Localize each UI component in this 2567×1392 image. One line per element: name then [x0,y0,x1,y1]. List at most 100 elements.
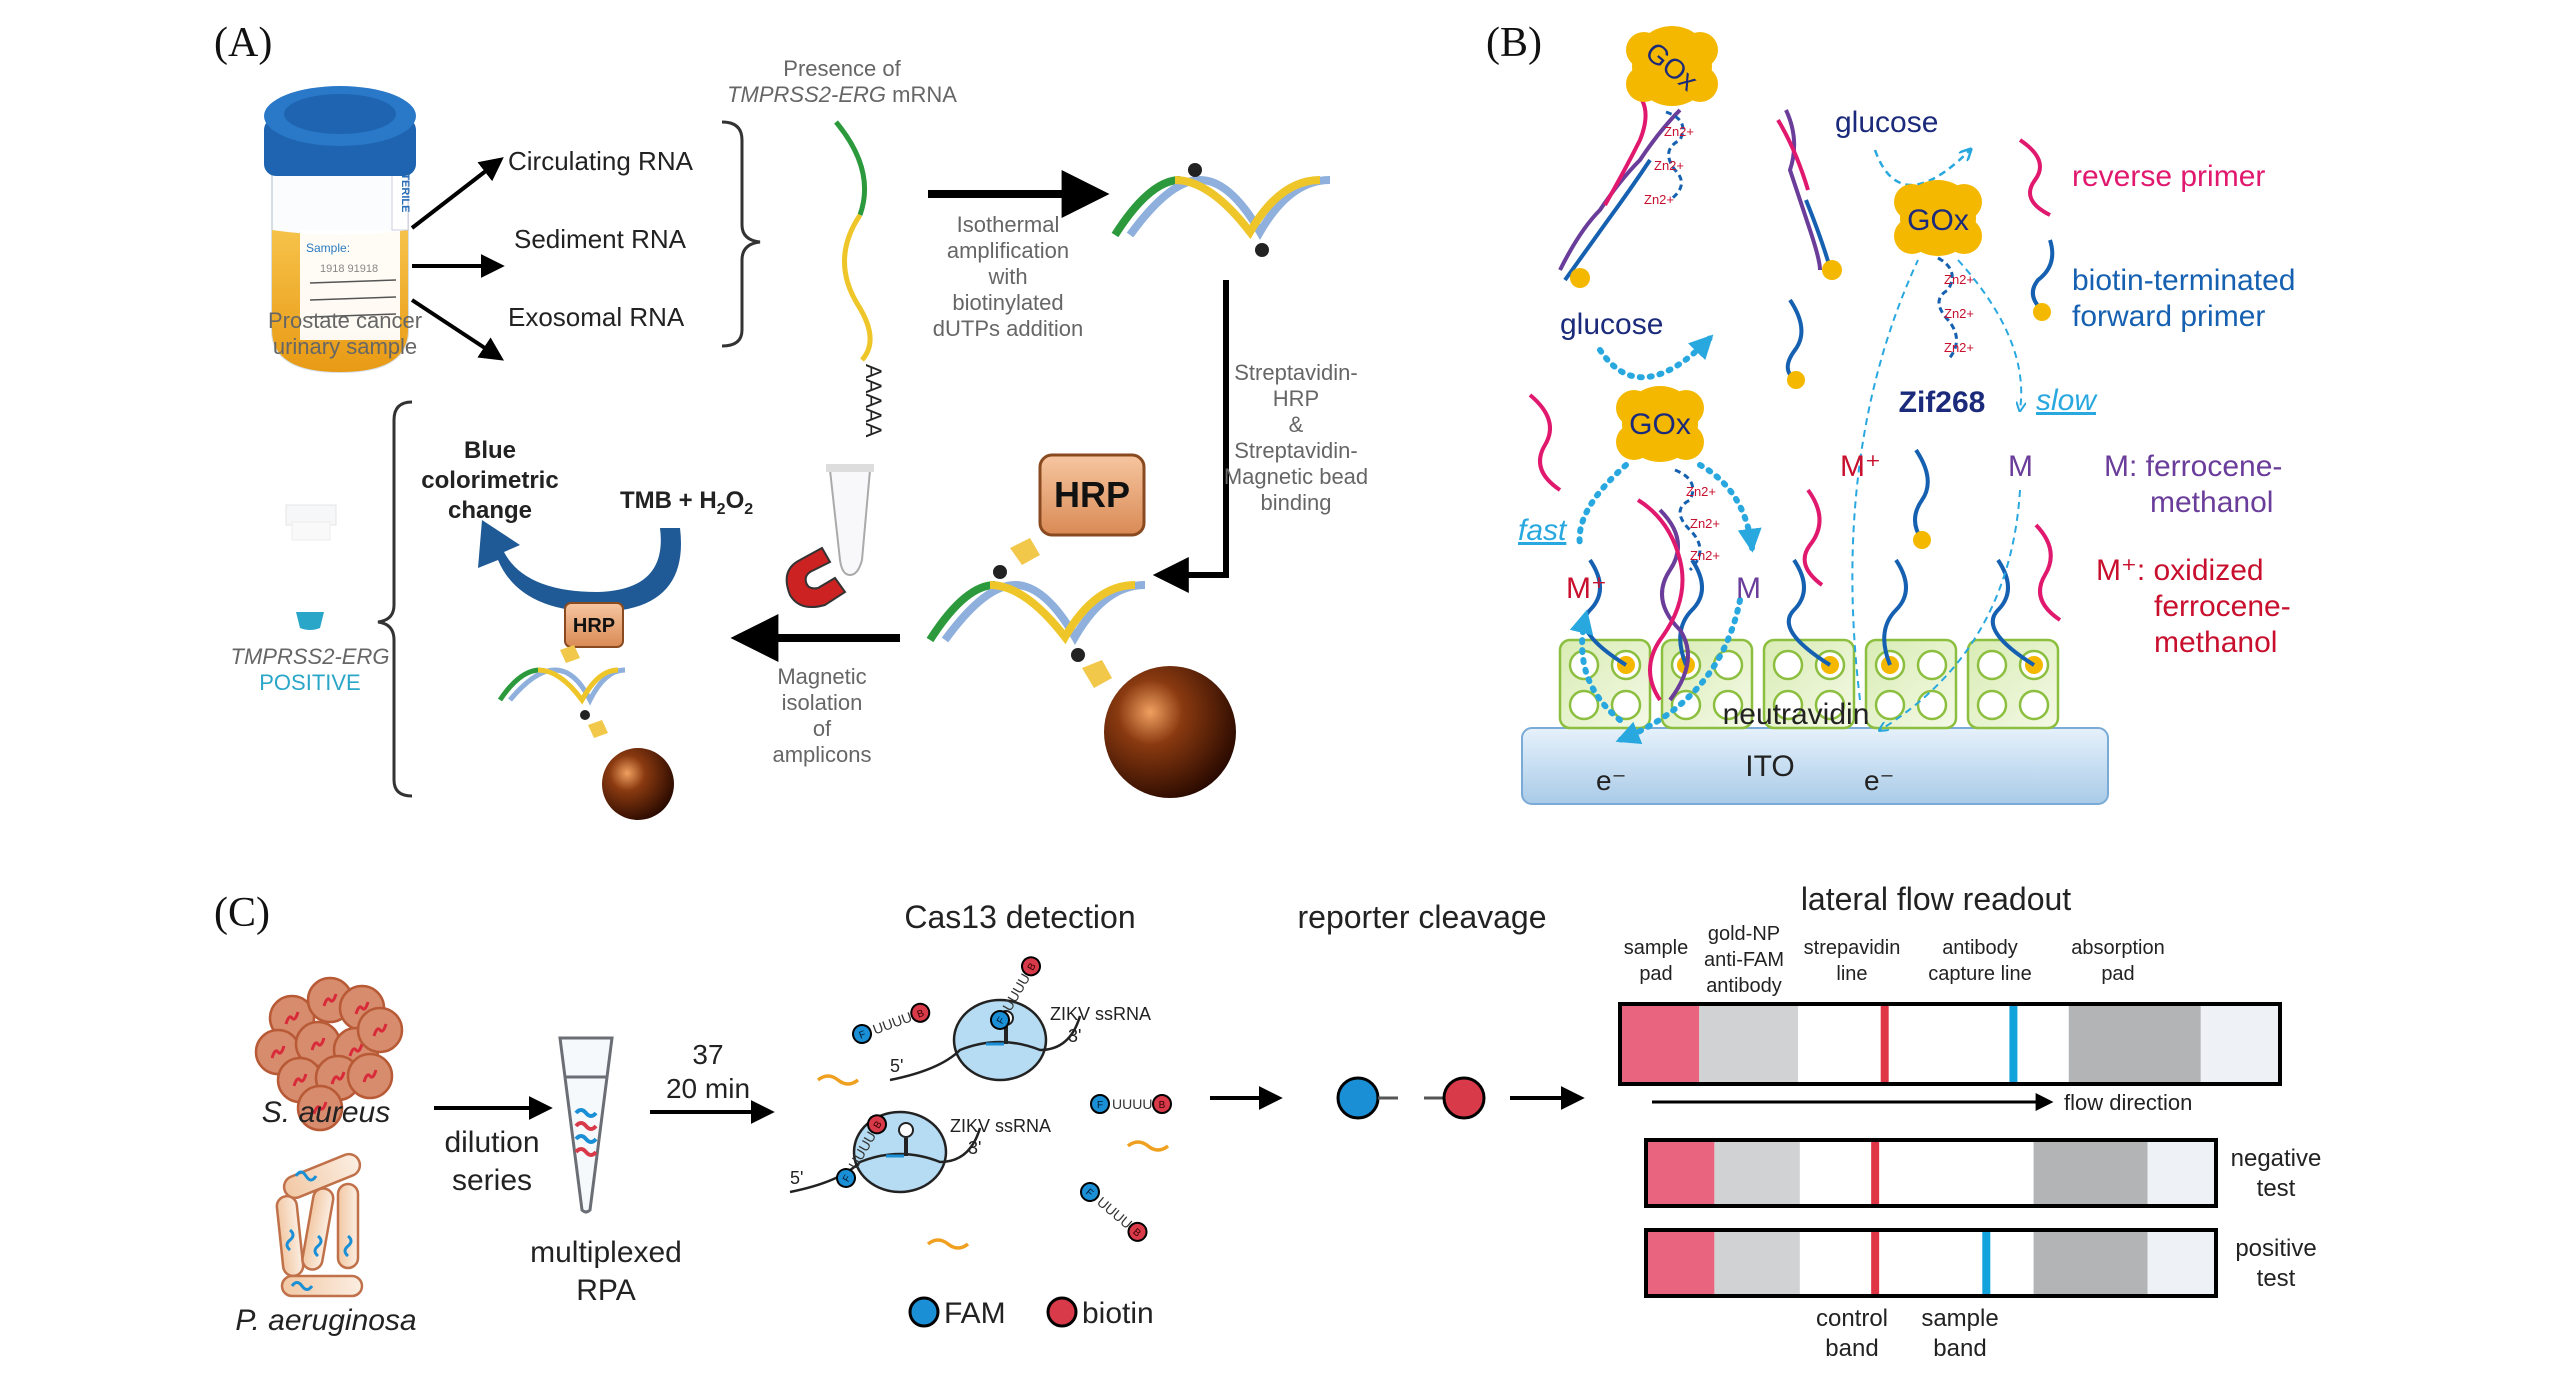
colorimetric-arrow-icon [478,520,681,612]
cleaved-reporter-icon [1336,1076,1486,1120]
zif268-strand [1937,256,1958,361]
fast-path-return [1615,597,1743,745]
p-aeruginosa-icon [275,1152,364,1298]
zif268-label: Zif268 [1899,386,1986,419]
binding-line3: & [1289,412,1304,437]
hrp-large-label: HRP [1054,474,1130,515]
control-line [1880,1004,1889,1084]
zn-fast-1: Zn2+ [1686,484,1716,499]
control-line [1871,1230,1880,1296]
cup-sample-label: Sample: [306,241,350,255]
strip-label: sample [1624,937,1688,959]
dsdna-icon [1111,163,1331,257]
mrna-gene-name: TMPRSS2-ERG [727,82,886,107]
legend-biotin-icon [1046,1296,1078,1328]
magnetic-line4: amplicons [772,742,871,767]
zn-ion-1: Zn2+ [1664,124,1694,139]
amp-line4: biotinylated [952,290,1063,315]
gox-dna-fast [1636,468,1702,702]
test-strip [1644,1138,2218,1208]
mrna-caption-suffix: mRNA [886,82,957,107]
urine-cup-icon: STERILE Sample: 1918 91918 [264,86,416,374]
strip-label: absorption [2071,937,2164,959]
fam-letter: F [1097,1100,1103,1111]
dilution-line2: series [452,1164,532,1197]
rna-type-circulating: Circulating RNA [508,146,694,176]
legend-mplus-line1: M⁺: oxidized [2096,554,2264,587]
legend-forward-primer-icon [2030,239,2055,312]
binding-caption: Streptavidin- HRP & Streptavidin- Magnet… [1224,360,1368,515]
colorimetric-line1: Blue [464,437,516,464]
cleavage-title: reporter cleavage [1297,899,1546,935]
cup-sterile-text: STERILE [399,166,411,212]
magnetic-line2: isolation [782,690,863,715]
mrna-caption-line1: Presence of [783,56,901,81]
test-strip-label: negative [2231,1145,2322,1172]
slow-label: slow [2036,384,2098,417]
gox-enzyme-slow: GOx [1894,180,1982,256]
hrp-enzyme-small: HRP [564,602,624,648]
result-status: POSITIVE [259,670,360,695]
reference-strip [1618,1002,2282,1086]
neutravidin-layer [1558,558,2060,730]
poly-a-tail: AAAAA [861,364,886,438]
strip-label: antibody [1706,975,1782,997]
magnetic-line3: of [813,716,832,741]
biotin-letter: B [1159,1100,1166,1111]
tmb-reagent-text: TMB + H2O2 [620,487,753,518]
legend-m-line2: methanol [2150,486,2273,519]
target-rna-fragment [926,1238,970,1250]
glucose-label-slow: glucose [1835,106,1938,139]
binding-line4: Streptavidin- [1234,438,1358,463]
hrp-small-label: HRP [573,615,615,637]
neutravidin-block [1660,558,1754,730]
legend-mplus-line2: ferrocene- [2154,590,2291,623]
zn-fast-2: Zn2+ [1690,516,1720,531]
scattered-primers [1528,298,2062,622]
neutravidin-block [1966,558,2060,730]
dilution-line1: dilution [444,1126,539,1159]
zn-ion-2: Zn2+ [1654,158,1684,173]
dsdna-free-top [1776,109,1842,280]
reporter-uracils: UUUUU [1112,1096,1163,1112]
colorimetric-line2: colorimetric [421,467,558,494]
arrow-binding [1152,280,1229,593]
dsdna-small-icon [497,645,626,738]
amp-line1: Isothermal [957,212,1060,237]
glucose-label-fast: glucose [1560,308,1663,341]
s-aureus-icon [254,976,404,1132]
tmb-sub1: 2 [717,501,726,518]
fast-path-right [1697,462,1762,553]
neutravidin-label: neutravidin [1723,698,1870,731]
clear-tube-icon [285,504,337,541]
strip-label: anti-FAM [1704,949,1784,971]
fam-letter: F [1083,1187,1095,1199]
legend-forward-primer-line2: forward primer [2072,300,2265,333]
legend-fam-icon [908,1296,940,1328]
test-strip-label: test [2257,1175,2296,1202]
magnetic-bead-small-icon [602,748,674,820]
fast-label: fast [1518,514,1568,547]
test-strip-label: test [2257,1265,2296,1292]
zn-ion-3: Zn2+ [1644,192,1674,207]
three-prime-label: 3' [1068,1026,1081,1046]
rpa-line1: multiplexed [530,1236,682,1269]
neutravidin-block [1864,558,1958,730]
fam-letter: F [841,1173,854,1184]
m-slow: M [2008,450,2033,483]
strip-label: antibody [1942,937,2018,959]
mrna-caption-line2: TMPRSS2-ERG mRNA [727,82,957,107]
slow-path-return [1880,489,2021,730]
amp-line5: dUTPs addition [933,316,1083,341]
result-gene: TMPRSS2-ERG [231,644,390,669]
strip-label: pad [1639,963,1672,985]
magnetic-line1: Magnetic [777,664,866,689]
legend-fam-label: FAM [944,1297,1006,1330]
biotin-letter: B [1026,961,1039,973]
sample-band-line1: sample [1921,1305,1998,1332]
tmb-o: O [726,487,745,514]
biotin-letter: B [916,1008,926,1021]
